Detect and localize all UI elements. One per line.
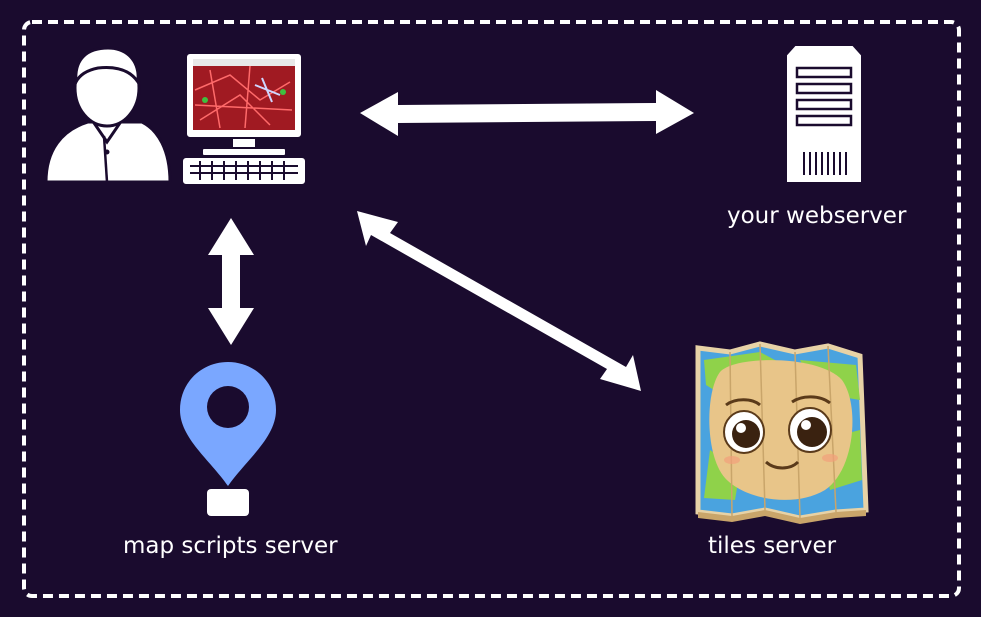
arrow-client-tiles	[357, 211, 641, 391]
computer-with-map-icon	[181, 52, 307, 186]
tiles-server-label: tiles server	[708, 533, 837, 559]
dashed-boundary	[22, 20, 961, 598]
user-icon	[44, 46, 172, 184]
webserver-label: your webserver	[727, 203, 907, 229]
cartoon-map-icon	[695, 341, 869, 524]
arrow-client-webserver	[360, 90, 694, 136]
arrow-client-map-scripts	[208, 218, 254, 345]
server-icon	[785, 44, 863, 184]
map-scripts-server-label: map scripts server	[123, 533, 338, 559]
map-pin-icon	[180, 362, 276, 516]
